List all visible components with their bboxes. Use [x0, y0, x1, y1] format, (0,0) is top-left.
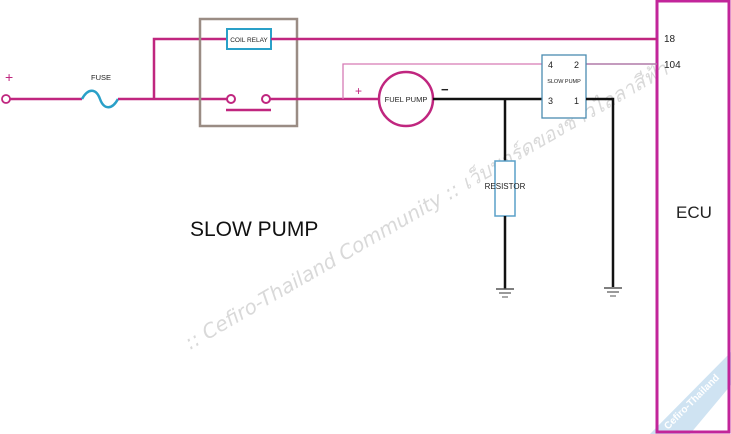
ecu-box	[655, 0, 731, 434]
resistor-label: RESISTOR	[485, 182, 526, 191]
slow-pump-pin-1: 1	[574, 96, 579, 106]
fuel-pump-minus: −	[441, 82, 449, 97]
coil-feed-wire	[152, 37, 227, 99]
ecu-pin-18: 18	[664, 34, 676, 45]
corner-badge: Cefiro-Thailand	[650, 352, 731, 434]
fuse-symbol	[80, 89, 120, 109]
ground-symbol-2	[604, 287, 622, 297]
ecu-pin-104: 104	[664, 60, 681, 71]
fuel-pump-plus: +	[355, 84, 362, 98]
diagram-title: SLOW PUMP	[190, 218, 318, 241]
battery-plus-sign: +	[5, 69, 13, 85]
ecu-label: ECU	[676, 203, 712, 222]
fuel-pump-label: FUEL PUMP	[385, 95, 428, 104]
slow-pump-relay-box	[541, 54, 587, 119]
ground-symbol-1	[496, 288, 514, 298]
slow-pump-ground-wire	[586, 97, 615, 287]
fuse-label: FUSE	[91, 73, 111, 82]
relay-contact-left	[226, 94, 236, 104]
battery-terminal	[1, 94, 11, 104]
relay-contact-right	[261, 94, 271, 104]
slow-pump-pin-2: 2	[574, 60, 579, 70]
slow-pump-relay-label: SLOW PUMP	[547, 79, 581, 85]
slow-pump-pin-3: 3	[548, 96, 553, 106]
slow-pump-pin4-wire	[342, 63, 542, 99]
coil-relay-label: COIL RELAY	[230, 37, 268, 44]
main-relay-box	[198, 17, 299, 128]
slow-pump-pin-4: 4	[548, 60, 553, 70]
